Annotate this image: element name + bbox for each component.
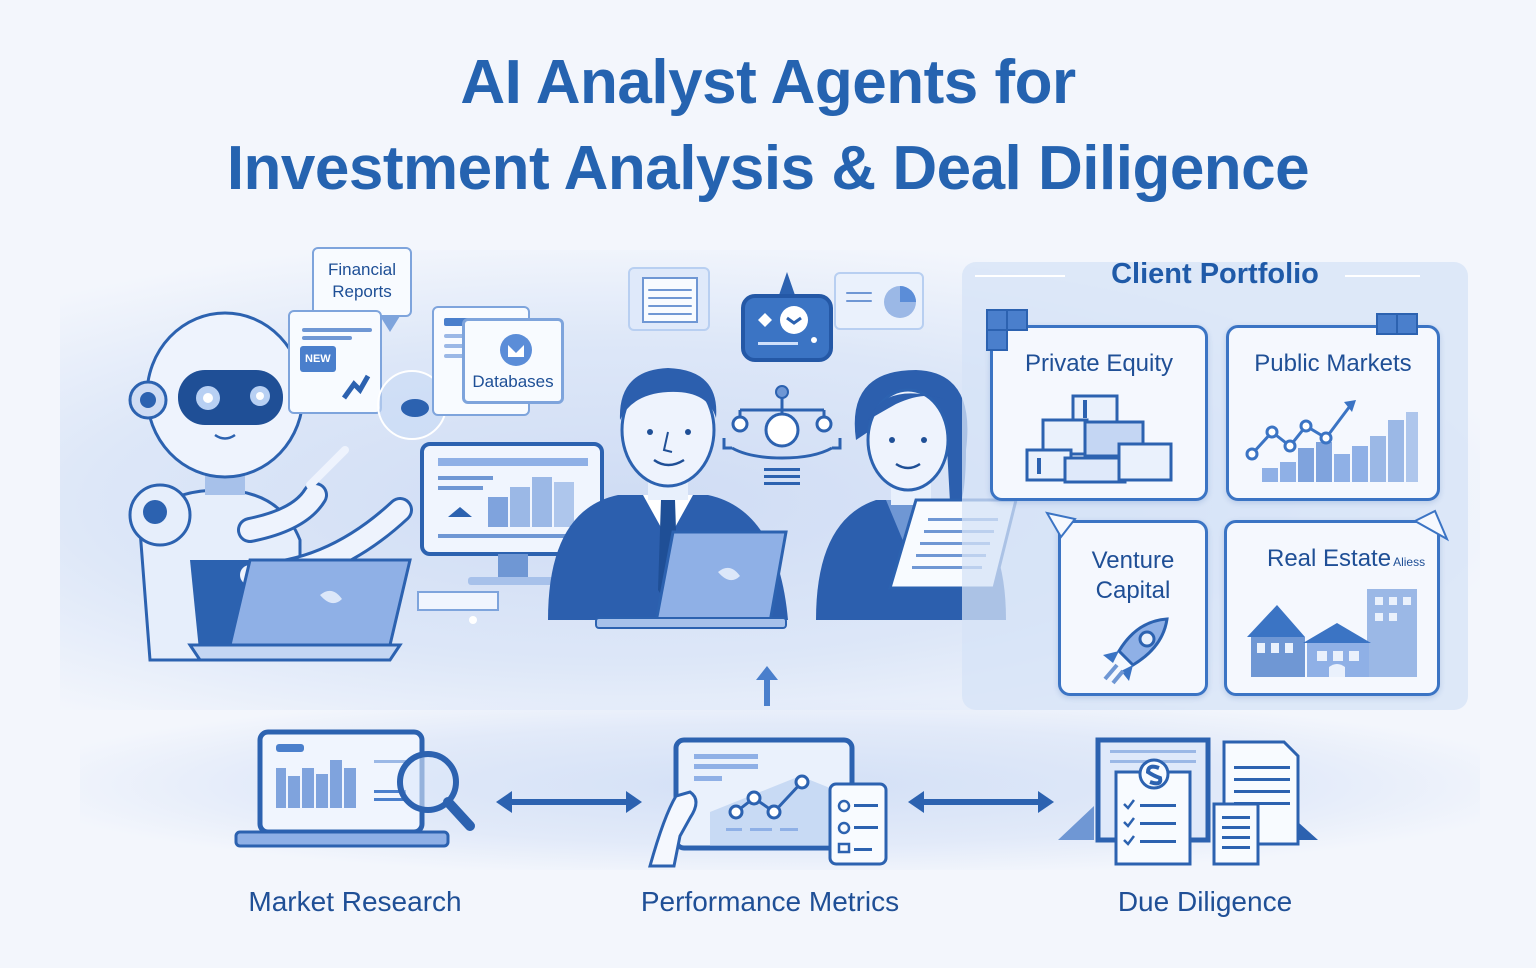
database-icon [500, 334, 532, 366]
card-label-line-2: Capital [1095, 577, 1171, 604]
pie-chart-bubble [834, 272, 924, 330]
stacked-boxes-icon [1025, 394, 1173, 484]
databases-card: Databases [462, 318, 564, 404]
card-label: Public Markets [1254, 350, 1412, 377]
checklist-documents-icon[interactable] [1058, 736, 1318, 866]
bubble-tail [380, 316, 400, 332]
globe-network-icon [377, 370, 447, 440]
portfolio-title-rule-left [975, 275, 1065, 277]
monitor-chart-icon [417, 442, 604, 624]
title-line-1: AI Analyst Agents for [460, 48, 1076, 117]
portfolio-title: Client Portfolio [1111, 258, 1319, 290]
robot-laptop-icon [187, 558, 412, 662]
doc-line [648, 305, 692, 307]
doc-line [648, 289, 692, 291]
laptop-magnifier-icon[interactable] [234, 729, 476, 850]
step-label-due-diligence: Due Diligence [1117, 886, 1293, 917]
portfolio-card-venture-capital[interactable]: Venture Capital [1044, 511, 1208, 696]
bidirectional-arrow-1 [496, 791, 642, 813]
doc-line [846, 300, 872, 302]
buildings-icon [1247, 589, 1417, 677]
title-line-2: Investment Analysis & Deal Diligence [226, 134, 1310, 203]
bidirectional-arrow-2 [908, 791, 1054, 813]
cubes-corner-icon [1376, 313, 1418, 335]
rocket-icon [1103, 617, 1169, 685]
ai-assistant-icon [741, 272, 833, 362]
step-label-market-research: Market Research [248, 886, 462, 917]
doc-line [302, 336, 352, 340]
financial-reports-bubble: Financial Reports [312, 247, 412, 317]
step-label-performance-metrics: Performance Metrics [640, 886, 900, 917]
doc-line [302, 328, 372, 332]
doc-line [846, 292, 872, 294]
doc-line [648, 297, 692, 299]
bubble-tail-corner [1412, 509, 1450, 542]
document-icon [642, 277, 698, 323]
doc-line [648, 313, 692, 315]
portfolio-card-public-markets[interactable]: Public Markets [1226, 313, 1440, 501]
line-bar-chart-icon [1245, 400, 1418, 482]
real-estate-label: Real Estate [1267, 545, 1392, 572]
news-badge: NEW [300, 346, 336, 372]
male-analyst-illustration [548, 368, 788, 629]
card-label-line-1: Venture [1091, 547, 1175, 574]
bubble-label-line-2: Reports [332, 282, 392, 301]
portfolio-title-rule-right [1345, 275, 1420, 277]
page-title: AI Analyst Agents for Investment Analysi… [0, 40, 1536, 212]
tablet-chart-icon[interactable] [648, 736, 890, 868]
card-label: Private Equity [1024, 350, 1174, 377]
real-estate-suffix: Aliess [1393, 555, 1426, 569]
bubble-label-line-1: Financial [327, 260, 397, 279]
databases-label: Databases [472, 372, 554, 391]
portfolio-card-private-equity[interactable]: Private Equity [986, 309, 1208, 501]
cubes-corner-icon [986, 309, 1028, 351]
up-arrow-icon [756, 666, 778, 706]
pie-chart-icon [884, 286, 916, 318]
workflow-nodes-icon [722, 385, 842, 485]
chart-check-icon [341, 374, 371, 400]
document-bubble [628, 267, 710, 331]
bubble-tail-corner [1044, 511, 1077, 539]
news-document-card: NEW [288, 310, 382, 414]
